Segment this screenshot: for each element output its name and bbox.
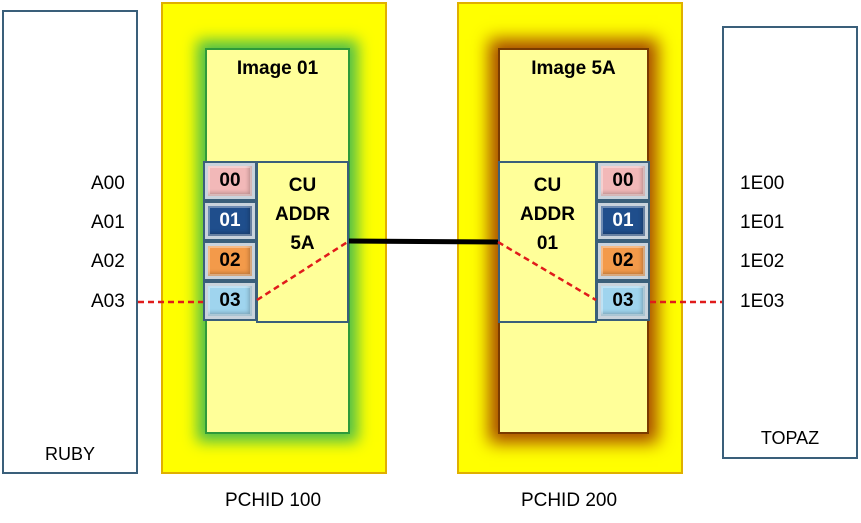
pchid-200-label: PCHID 200 — [520, 490, 618, 511]
image-5a-title: Image 5A — [531, 58, 616, 79]
right-unit-02: 02 — [596, 241, 650, 281]
right-unit-03: 03 — [596, 281, 650, 321]
link-line — [348, 238, 499, 245]
ruby-system-box — [2, 10, 138, 474]
topaz-device-1e02: 1E02 — [740, 251, 785, 272]
left-unit-01: 01 — [203, 201, 257, 241]
right-unit-02-label: 02 — [601, 246, 645, 276]
ruby-device-a03: A03 — [91, 291, 125, 312]
pchid-100-label: PCHID 100 — [224, 490, 322, 511]
right-cu-line-2: ADDR — [520, 204, 575, 225]
ruby-device-a01: A01 — [91, 212, 125, 233]
right-unit-01: 01 — [596, 201, 650, 241]
right-unit-00: 00 — [596, 161, 650, 201]
left-cu-line-1: CU — [288, 175, 317, 196]
left-unit-02: 02 — [203, 241, 257, 281]
ruby-system-label: RUBY — [44, 444, 95, 464]
topaz-device-1e01: 1E01 — [740, 212, 785, 233]
right-cu-to-unit-03-dashed — [497, 240, 597, 302]
topaz-device-1e03: 1E03 — [740, 291, 785, 312]
right-unit-03-label: 03 — [601, 286, 645, 316]
right-cu-line-1: CU — [533, 175, 562, 196]
right-unit-01-label: 01 — [601, 206, 645, 236]
ruby-device-a02: A02 — [91, 251, 125, 272]
left-control-unit-box: CU ADDR 5A — [256, 161, 349, 323]
left-unit-00: 00 — [203, 161, 257, 201]
left-cu-line-2: ADDR — [275, 204, 330, 225]
image-01-title: Image 01 — [236, 58, 319, 79]
right-unit-00-label: 00 — [601, 166, 645, 196]
left-unit-03-label: 03 — [208, 286, 252, 316]
topaz-system-label: TOPAZ — [760, 428, 820, 448]
topaz-device-1e00: 1E00 — [740, 173, 785, 194]
left-unit-03-to-cu-dashed — [256, 239, 350, 302]
left-cu-line-3: 5A — [290, 233, 315, 254]
left-unit-01-label: 01 — [208, 206, 252, 236]
ruby-device-a00: A00 — [91, 173, 125, 194]
left-unit-03: 03 — [203, 281, 257, 321]
left-unit-00-label: 00 — [208, 166, 252, 196]
topaz-system-box — [722, 26, 858, 459]
right-cu-line-3: 01 — [536, 233, 559, 254]
left-unit-02-label: 02 — [208, 246, 252, 276]
